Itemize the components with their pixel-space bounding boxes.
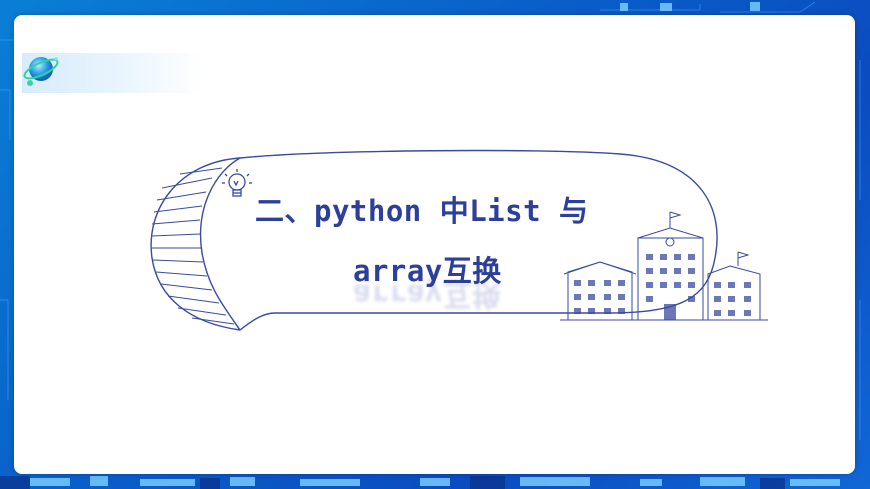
title-line-2: array互换 [353, 254, 502, 288]
title-reflection: array互换 [353, 278, 502, 312]
globe-logo-icon [23, 57, 59, 86]
title-line-1: 二、python 中List 与 [255, 194, 589, 228]
school-building-illustration [560, 211, 768, 321]
slide-canvas [14, 15, 855, 474]
lightbulb-icon [222, 169, 252, 197]
